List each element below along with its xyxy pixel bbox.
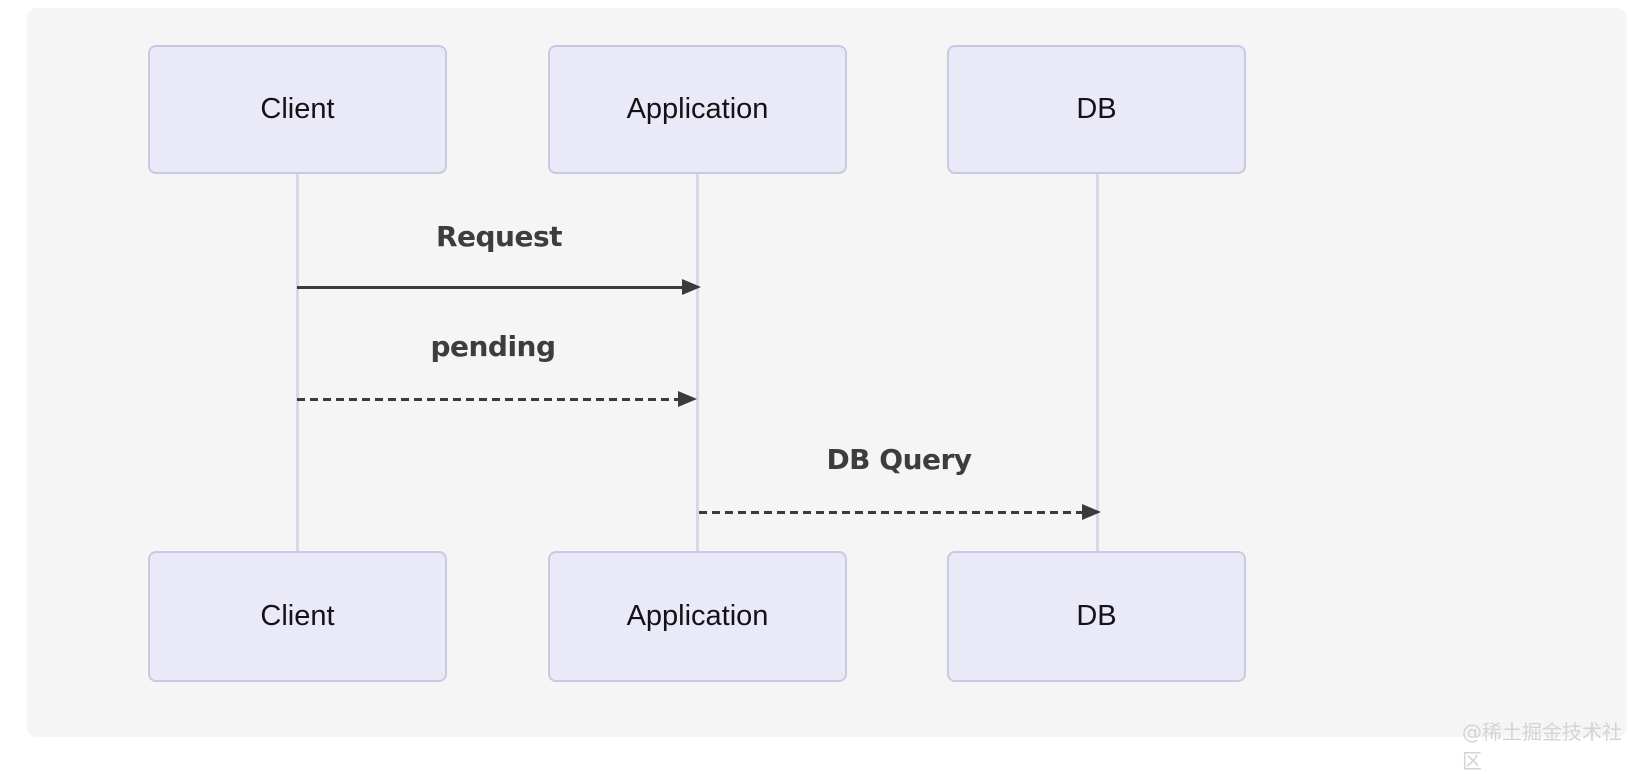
message-line-request [297, 286, 687, 289]
participant-label-db: DB [1076, 93, 1117, 125]
message-line-db-query [699, 511, 1083, 514]
arrowhead-icon [682, 279, 701, 295]
message-label-pending: pending [430, 330, 556, 363]
message-line-pending [297, 398, 680, 401]
participant-db-bottom: DB [947, 551, 1246, 682]
lifeline-db [1096, 174, 1099, 551]
lifeline-client [296, 174, 299, 551]
arrowhead-icon [678, 391, 697, 407]
diagram-canvas: Client Application DB Request pending DB… [27, 8, 1627, 737]
participant-client-top: Client [148, 45, 447, 174]
participant-label-application: Application [626, 93, 769, 125]
page: { "diagram": { "type": "sequence-diagram… [27, 8, 1627, 773]
watermark-text: @稀土掘金技术社区 [1462, 720, 1622, 773]
participant-label-client: Client [260, 93, 335, 125]
lifeline-application [696, 174, 699, 551]
participant-application-bottom: Application [548, 551, 847, 682]
message-label-db-query: DB Query [826, 443, 972, 476]
participant-client-bottom: Client [148, 551, 447, 682]
participant-db-top: DB [947, 45, 1246, 174]
arrowhead-icon [1082, 504, 1101, 520]
participant-application-top: Application [548, 45, 847, 174]
message-label-request: Request [435, 220, 563, 253]
participant-label-client: Client [260, 600, 335, 632]
participant-label-application: Application [626, 600, 769, 632]
participant-label-db: DB [1076, 600, 1117, 632]
